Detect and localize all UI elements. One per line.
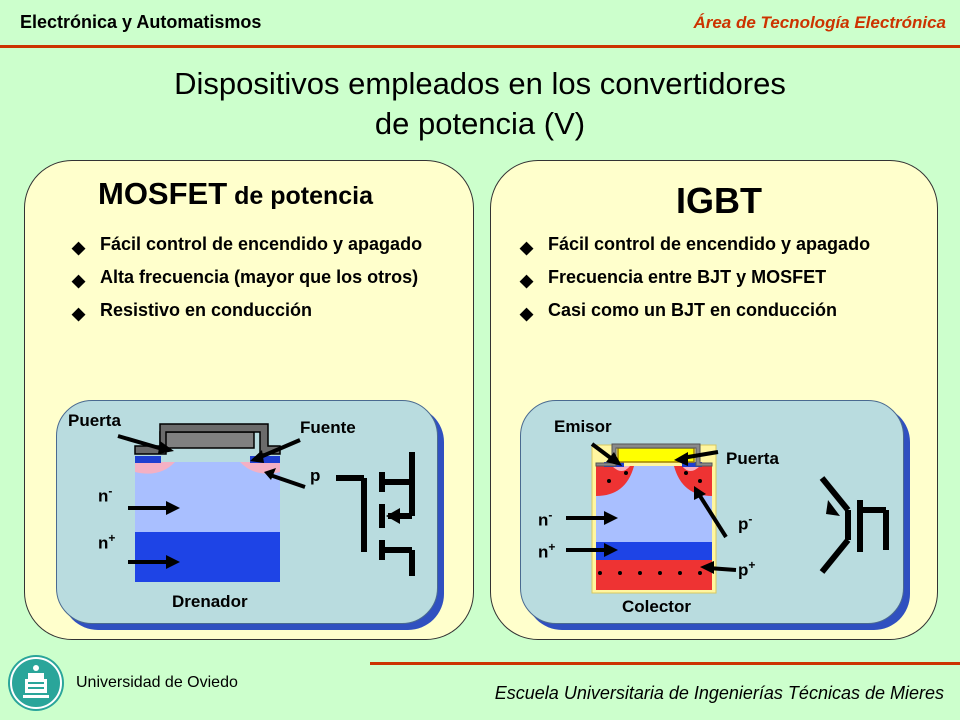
- igbt-p-plus-collector: [596, 560, 712, 590]
- slide-title-line2: de potencia (V): [374, 106, 586, 141]
- university-name: Universidad de Oviedo: [76, 674, 238, 691]
- igbt-title: IGBT: [676, 180, 762, 221]
- emitter-label: Emisor: [554, 417, 612, 436]
- n-minus-label: n-: [98, 484, 113, 506]
- diamond-bullet-icon: ◆: [520, 238, 534, 257]
- igbt-n-plus-buffer: [596, 542, 712, 560]
- header-divider: [0, 45, 960, 48]
- course-title: Electrónica y Automatismos: [20, 12, 262, 32]
- drain-label: Drenador: [172, 592, 248, 611]
- igbt-p-minus-label: p-: [738, 512, 753, 534]
- bullet-text: Alta frecuencia (mayor que los otros): [100, 267, 419, 287]
- list-item: ◆ Alta frecuencia (mayor que los otros): [72, 264, 432, 291]
- bullet-text: Frecuencia entre BJT y MOSFET: [548, 267, 827, 287]
- igbt-symbol: [819, 476, 889, 574]
- n-plus-label: n+: [98, 531, 116, 553]
- igbt-p-plus-label: p+: [738, 558, 756, 580]
- list-item: ◆ Resistivo en conducción: [72, 297, 432, 324]
- diamond-bullet-icon: ◆: [520, 304, 534, 323]
- list-item: ◆ Fácil control de encendido y apagado: [520, 231, 930, 258]
- slide-title-line1: Dispositivos empleados en los convertido…: [174, 66, 786, 101]
- igbt-gate-label: Puerta: [726, 449, 779, 468]
- bullet-text: Fácil control de encendido y apagado: [548, 234, 871, 254]
- mosfet-title-main: MOSFET: [98, 176, 228, 211]
- school-name: Escuela Universitaria de Ingenierías Téc…: [494, 683, 944, 703]
- diamond-bullet-icon: ◆: [72, 238, 86, 257]
- university-seal-icon: [8, 655, 64, 711]
- p-body-left: [135, 462, 175, 474]
- n-minus-region: [135, 462, 280, 532]
- diamond-bullet-icon: ◆: [72, 304, 86, 323]
- igbt-bullet-list: ◆ Fácil control de encendido y apagado ◆ F…: [520, 231, 930, 330]
- list-item: ◆ Frecuencia entre BJT y MOSFET: [520, 264, 930, 291]
- source-metal: [134, 423, 281, 455]
- list-item: ◆ Fácil control de encendido y apagado: [72, 231, 432, 258]
- diamond-bullet-icon: ◆: [520, 271, 534, 290]
- footer-divider: [370, 662, 960, 665]
- mosfet-bullet-list: ◆ Fácil control de encendido y apagado ◆ A…: [72, 231, 432, 330]
- igbt-n-plus-label: n+: [538, 540, 556, 562]
- p-region-label: p: [310, 466, 321, 485]
- bullet-text: Casi como un BJT en conducción: [548, 300, 838, 320]
- gate-label: Puerta: [68, 411, 121, 430]
- bullet-text: Fácil control de encendido y apagado: [100, 234, 423, 254]
- collector-label: Colector: [622, 597, 691, 616]
- list-item: ◆ Casi como un BJT en conducción: [520, 297, 930, 324]
- diamond-bullet-icon: ◆: [72, 271, 86, 290]
- mosfet-symbol: [336, 452, 415, 576]
- bullet-text: Resistivo en conducción: [100, 300, 313, 320]
- source-label: Fuente: [300, 418, 356, 437]
- mosfet-title: MOSFET de potencia: [98, 176, 373, 212]
- area-title: Área de Tecnología Electrónica: [693, 13, 946, 32]
- slide-title: Dispositivos empleados en los convertido…: [0, 64, 960, 144]
- n-plus-region: [135, 532, 280, 582]
- igbt-n-minus-label: n-: [538, 508, 553, 530]
- igbt-p-body-right: [674, 466, 712, 496]
- mosfet-title-rest: de potencia: [227, 182, 374, 210]
